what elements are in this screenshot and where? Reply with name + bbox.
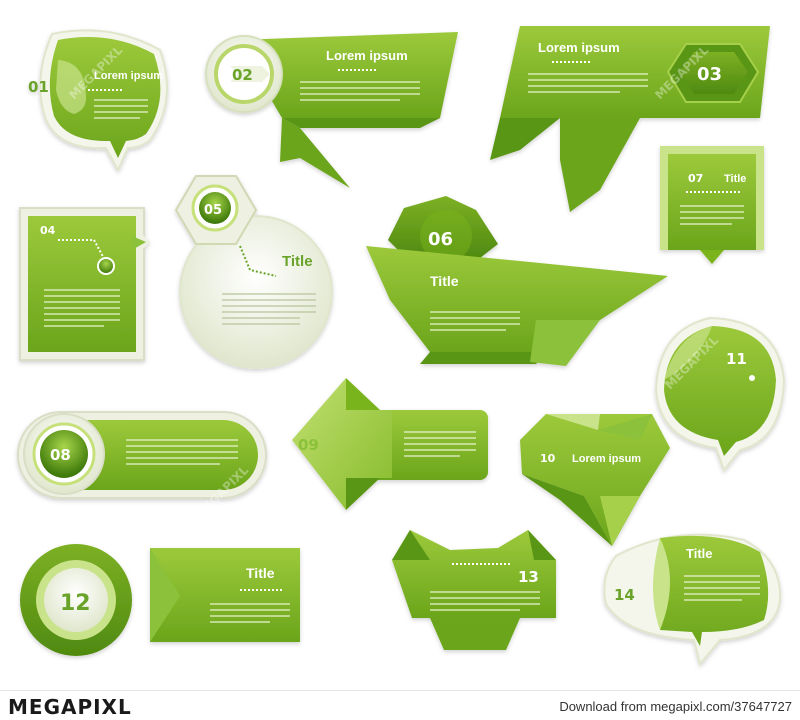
label-12: Title xyxy=(246,565,275,581)
footer-bar: MEGAPIXL Download from megapixl.com/3764… xyxy=(0,690,800,720)
element-02: 02 Lorem ipsum xyxy=(205,32,458,188)
badge-07: 07 xyxy=(688,172,703,185)
label-06: Title xyxy=(430,273,459,289)
badge-05: 05 xyxy=(204,203,222,218)
badge-11: 11 xyxy=(726,350,747,368)
footer-brand: MEGAPIXL xyxy=(8,695,132,719)
element-05: 05 Title xyxy=(174,175,333,369)
element-11: 11 xyxy=(654,316,786,473)
element-14: 14 Title xyxy=(603,533,782,667)
element-07: 07 Title xyxy=(660,146,764,264)
badge-04: 04 xyxy=(40,224,56,237)
label-03: Lorem ipsum xyxy=(538,40,620,55)
badge-12: 12 xyxy=(60,591,91,616)
label-07: Title xyxy=(724,173,746,185)
label-05: Title xyxy=(282,253,313,270)
element-01: 01 Lorem ipsum xyxy=(28,29,169,173)
badge-09: 09 xyxy=(298,436,319,454)
element-12: 12 Title xyxy=(20,544,300,656)
element-10: 10 Lorem ipsum xyxy=(520,414,670,546)
badge-06: 06 xyxy=(428,229,453,250)
element-13: 13 xyxy=(392,530,556,650)
badge-13: 13 xyxy=(518,568,539,586)
element-09: 09 xyxy=(292,378,488,510)
badge-02: 02 xyxy=(232,66,253,84)
badge-08: 08 xyxy=(50,446,71,464)
element-04: 04 xyxy=(19,207,150,361)
element-06: 06 Title xyxy=(366,196,668,366)
footer-download-text: Download from megapixl.com/37647727 xyxy=(559,699,792,714)
badge-14: 14 xyxy=(614,586,635,604)
label-02: Lorem ipsum xyxy=(326,48,408,63)
infographic-artwork: 01 Lorem ipsum 02 Lorem ipsum 03 Lorem i… xyxy=(17,26,786,667)
element-08: 08 xyxy=(17,411,267,499)
badge-10: 10 xyxy=(540,452,556,465)
badge-01: 01 xyxy=(28,78,49,96)
element-03: 03 Lorem ipsum xyxy=(490,26,770,212)
label-01: Lorem ipsum xyxy=(94,70,163,82)
label-10: Lorem ipsum xyxy=(572,453,641,465)
badge-03: 03 xyxy=(697,64,722,85)
label-14: Title xyxy=(686,546,713,561)
